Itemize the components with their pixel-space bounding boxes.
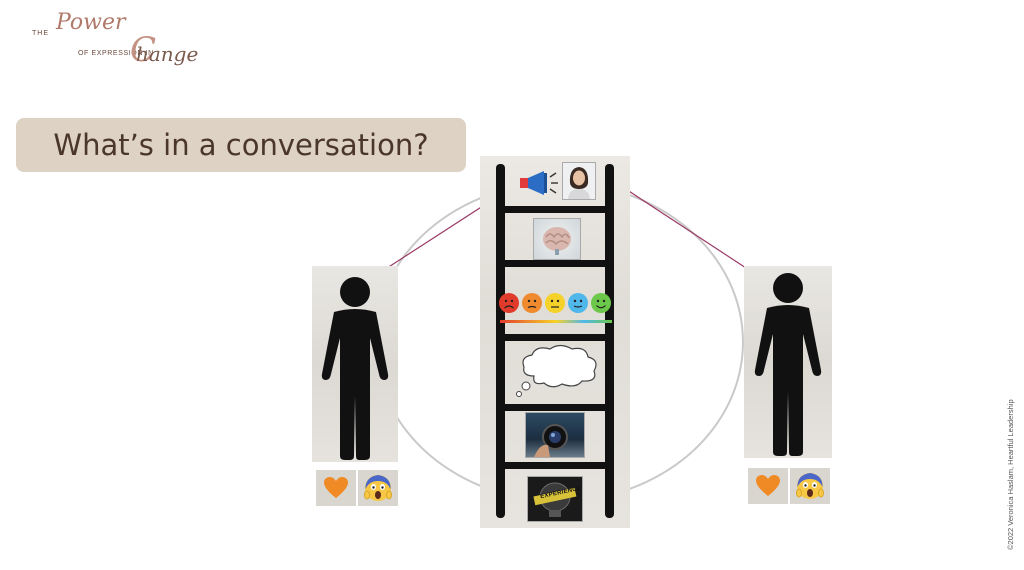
right-person-panel <box>744 266 832 458</box>
screaming-face-icon <box>358 470 398 506</box>
camera-lens-image <box>525 412 585 458</box>
ladder-rung <box>500 404 610 411</box>
title-banner: What’s in a conversation? <box>16 118 466 172</box>
page-title: What’s in a conversation? <box>53 128 429 162</box>
brain-image <box>533 218 581 260</box>
copyright-text: ©2022 Veronica Haslam, Heartful Leadersh… <box>1006 399 1015 550</box>
logo-change: hange <box>136 42 199 66</box>
screaming-face-icon <box>790 468 830 504</box>
angry-face-icon <box>499 293 519 313</box>
logo-change-initial: C <box>130 30 157 70</box>
copyright-container: ©2022 Veronica Haslam, Heartful Leadersh… <box>1006 399 1020 550</box>
neutral-face-icon <box>545 293 565 313</box>
experience-bulb-image: EXPERIENCE <box>527 476 583 522</box>
emotion-gradient-bar <box>500 320 612 323</box>
right-connector-line <box>611 179 747 269</box>
logo-power: Power <box>56 10 126 35</box>
right-emotions <box>748 468 832 504</box>
person-icon <box>321 277 389 460</box>
emotion-scale <box>494 289 618 329</box>
happy-face-icon <box>591 293 611 313</box>
ladder-of-inference: EXPERIENCE <box>480 156 630 528</box>
ladder-frame <box>496 164 614 518</box>
ladder-rung <box>500 334 610 341</box>
logo-the: THE <box>32 30 49 37</box>
content-face-icon <box>568 293 588 313</box>
thought-bubble-icon <box>512 342 604 400</box>
speaker-portrait-image <box>562 162 596 200</box>
heart-icon <box>316 470 356 506</box>
sad-face-icon <box>522 293 542 313</box>
logo-expression: OF EXPRESSION IN <box>78 50 154 57</box>
megaphone-icon <box>518 170 560 201</box>
ladder-rung <box>500 206 610 213</box>
ladder-rung <box>500 260 610 267</box>
brand-logo: THE Power OF EXPRESSION IN C hange <box>28 8 228 72</box>
heart-icon <box>748 468 788 504</box>
ladder-rung <box>500 462 610 469</box>
left-emotions <box>316 470 400 506</box>
left-person-panel <box>312 266 398 462</box>
person-icon <box>754 273 822 456</box>
